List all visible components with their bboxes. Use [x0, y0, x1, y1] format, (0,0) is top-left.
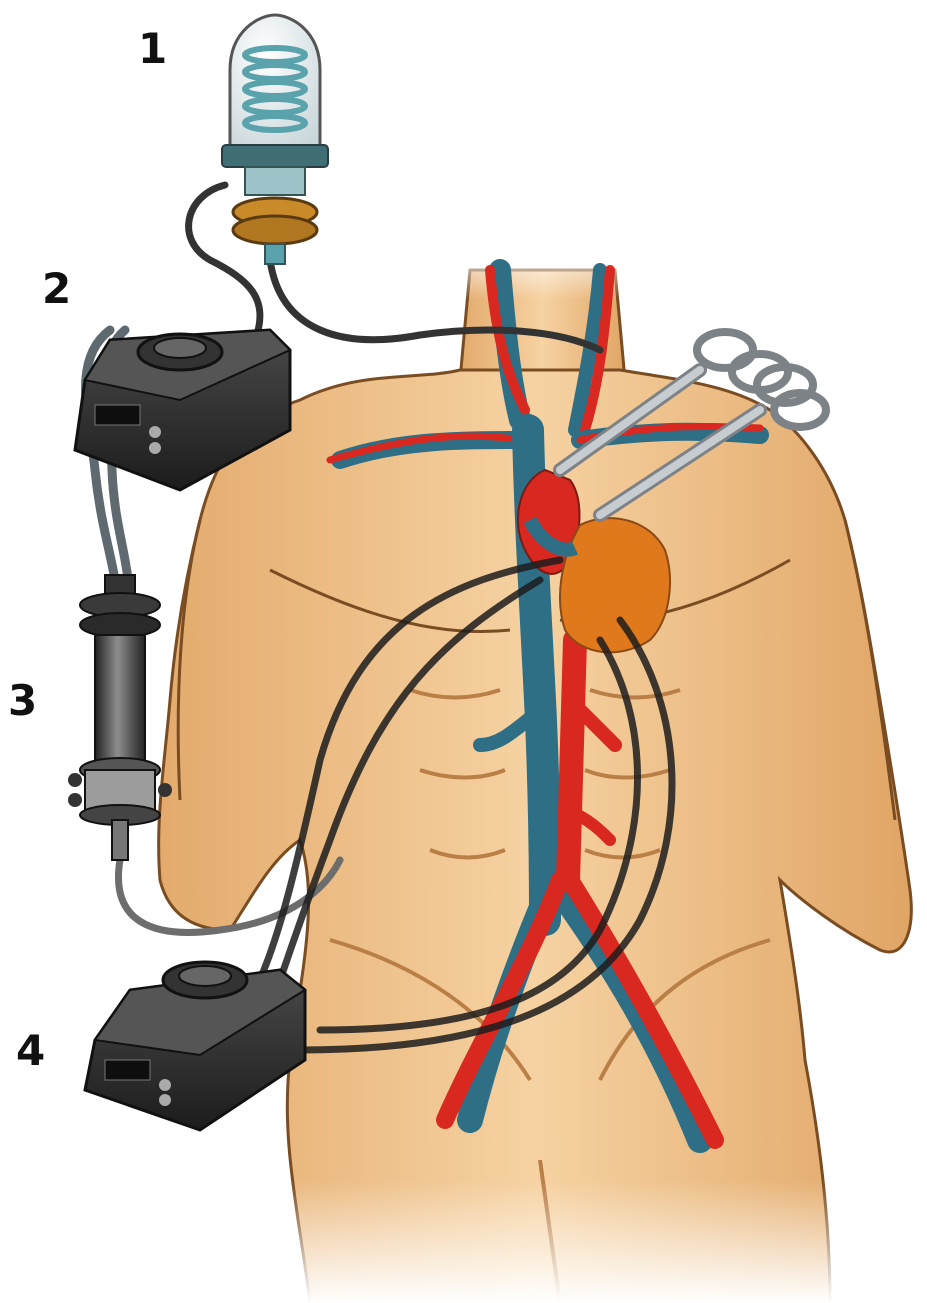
oxygenator-reservoir-icon — [222, 15, 328, 264]
pump-icon — [85, 962, 305, 1130]
label-2: 2 — [42, 268, 71, 310]
label-1: 1 — [138, 28, 167, 70]
label-3: 3 — [8, 680, 37, 722]
filter-column-icon — [68, 575, 172, 860]
label-4: 4 — [16, 1030, 45, 1072]
